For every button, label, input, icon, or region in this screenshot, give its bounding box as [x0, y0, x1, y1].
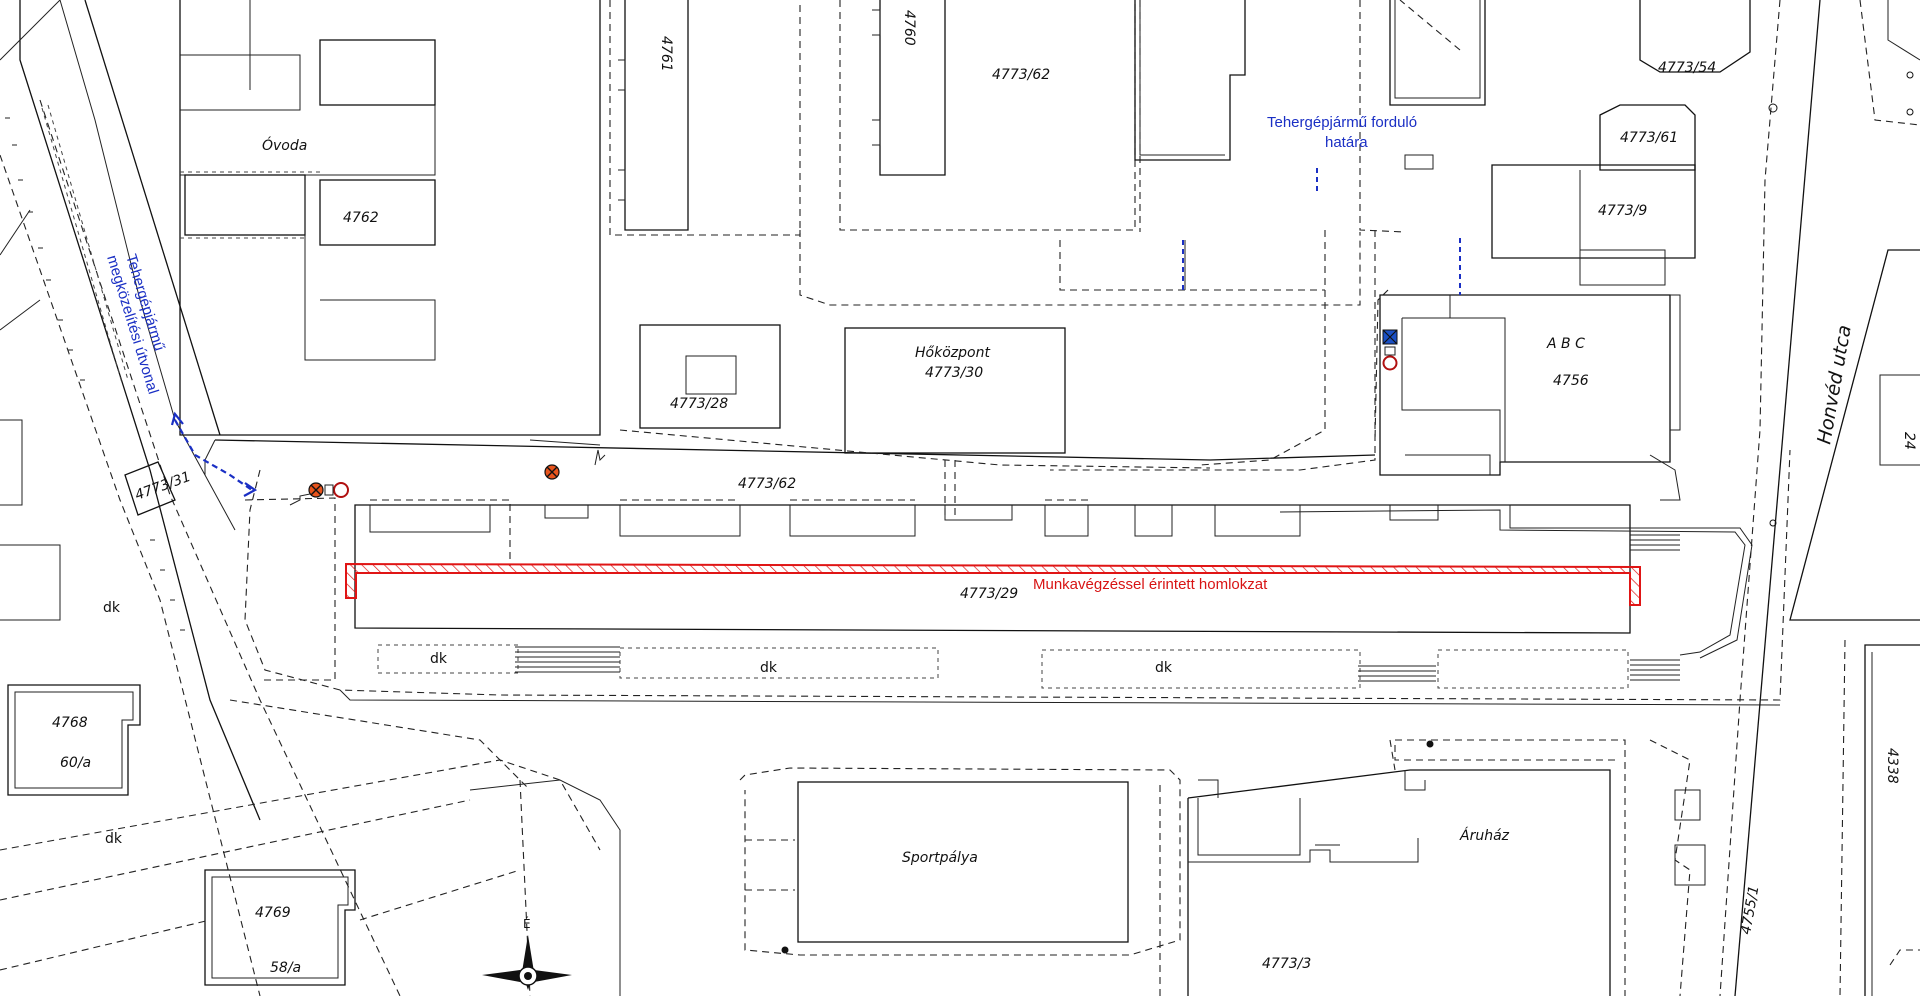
top-right-buildings — [1359, 0, 1751, 286]
label-north: É — [523, 916, 531, 931]
main-service-road — [204, 429, 1791, 706]
kindergarten-block — [179, 0, 601, 436]
label-4773-61: 4773/61 — [1620, 130, 1678, 146]
label-aruhaz: Áruház — [1459, 827, 1510, 844]
truck-turning-limit — [1182, 168, 1461, 295]
department-store — [1159, 739, 1706, 996]
center-upper-paths — [799, 230, 1376, 471]
utility-symbols — [289, 71, 1914, 954]
top-middle-buildings — [609, 0, 1246, 236]
tree-icon-2 — [1769, 519, 1777, 527]
truck-approach-route — [170, 411, 258, 497]
label-4338: 4338 — [1884, 748, 1900, 784]
affected-facade-box — [345, 562, 1641, 606]
sports-field — [739, 767, 1181, 956]
label-4760: 4760 — [901, 10, 917, 46]
label-4761: 4761 — [658, 36, 674, 72]
label-4773-9: 4773/9 — [1598, 203, 1647, 219]
label-24: 24 — [1901, 432, 1917, 450]
abc-shop-building — [1374, 289, 1681, 501]
label-turn-limit-1: Tehergépjármű forduló — [1267, 114, 1417, 131]
valve-circle-icon-2 — [1382, 355, 1398, 371]
label-4773-3: 4773/3 — [1262, 956, 1311, 972]
honved-street — [1719, 0, 1920, 996]
label-4755-1: 4755/1 — [1738, 884, 1762, 935]
road-tick-marks — [5, 117, 185, 631]
label-hokozpont: Hőközpont — [915, 345, 990, 361]
left-diagonal-roads — [0, 0, 401, 996]
label-4773-30: 4773/30 — [925, 365, 983, 381]
label-dk-2: dk — [430, 651, 448, 667]
label-4773-54: 4773/54 — [1658, 60, 1716, 76]
label-58a: 58/a — [270, 960, 301, 976]
label-dk-1: dk — [103, 600, 121, 616]
label-4756: 4756 — [1553, 373, 1589, 389]
lower-green-strips — [377, 504, 1753, 689]
label-60a: 60/a — [60, 755, 91, 771]
parcel-labels: 4761 4760 4773/62 4773/54 4773/61 4773/9… — [52, 10, 1917, 976]
label-4773-28: 4773/28 — [670, 396, 728, 412]
label-dk-4: dk — [1155, 660, 1173, 676]
lower-left-blocks — [0, 684, 621, 996]
tree-icon — [1768, 103, 1778, 113]
label-ovoda: Óvoda — [262, 136, 307, 154]
label-turn-limit-2: határa — [1325, 134, 1368, 151]
label-4773-62-top: 4773/62 — [992, 67, 1050, 83]
lamp-post-icon-2 — [781, 946, 789, 954]
parcel-4773-31-shape — [124, 461, 176, 516]
label-4768: 4768 — [52, 715, 88, 731]
bottom-right-sidewalk — [1889, 949, 1920, 966]
building-4773-28 — [639, 324, 781, 429]
heat-center-building — [844, 327, 1066, 454]
label-4773-29: 4773/29 — [960, 586, 1018, 602]
label-abc: A B C — [1546, 336, 1585, 352]
label-dk-5: dk — [105, 831, 123, 847]
annotation-labels: Tehergépjármű forduló határa Tehergépjár… — [103, 114, 1417, 931]
valve-circle-icon — [333, 482, 349, 498]
north-arrow — [482, 935, 572, 990]
label-4762: 4762 — [343, 210, 379, 226]
label-dk-3: dk — [760, 660, 778, 676]
label-4769: 4769 — [255, 905, 291, 921]
lamp-post-icon — [1426, 740, 1434, 748]
label-sportpalya: Sportpálya — [902, 850, 978, 866]
label-4773-62-mid: 4773/62 — [738, 476, 796, 492]
label-affected-facade: Munkavégzéssel érintett homlokzat — [1033, 576, 1268, 593]
long-building-4773-29 — [354, 460, 1631, 634]
label-street-honved: Honvéd utca — [1813, 323, 1856, 446]
